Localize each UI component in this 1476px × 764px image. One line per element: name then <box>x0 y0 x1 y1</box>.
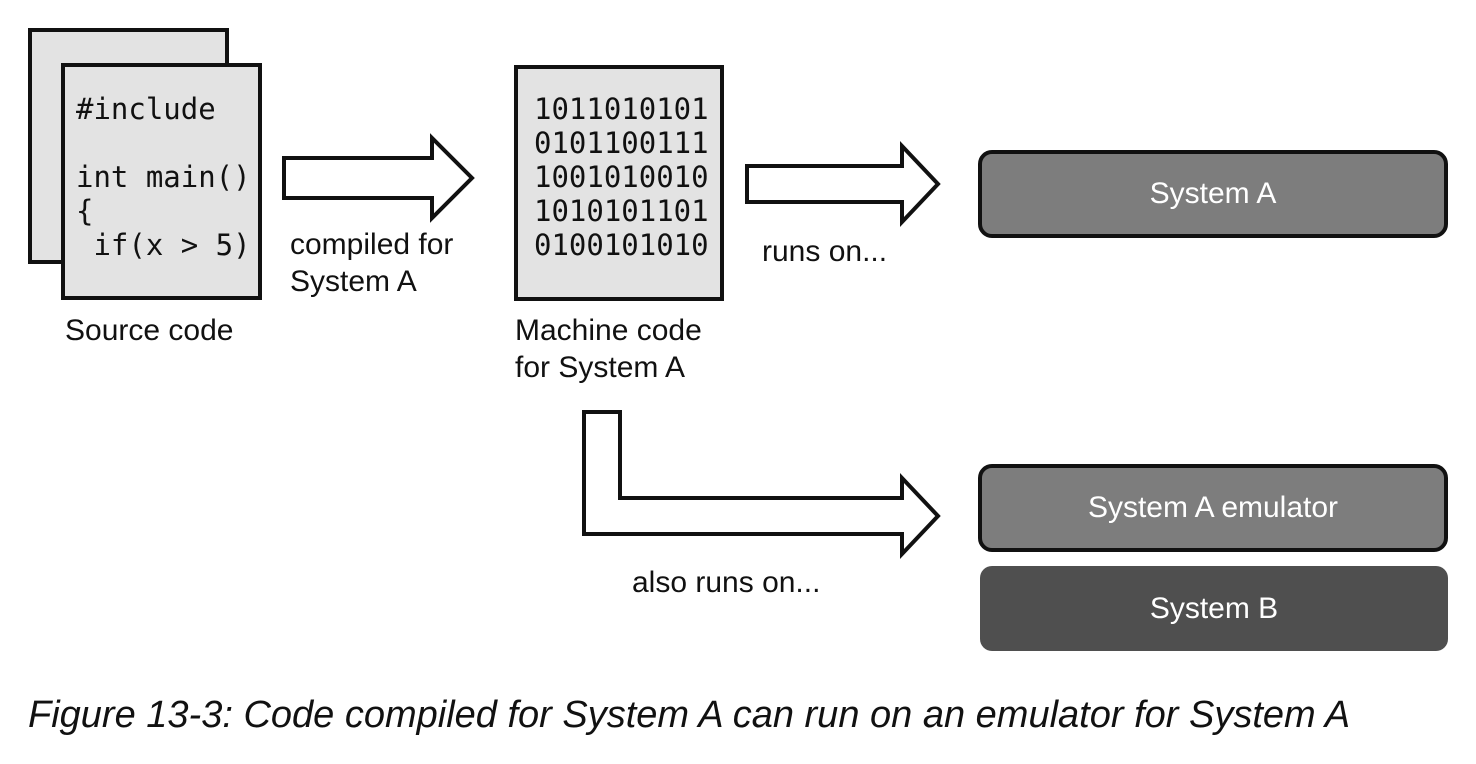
source-code-label: Source code <box>65 314 234 347</box>
also-runs-on-arrow <box>582 410 941 560</box>
system-b-box: System B <box>980 566 1448 651</box>
compile-arrow-label: compiled for System A <box>290 226 453 300</box>
machine-code-line: 1011010101 <box>534 92 709 126</box>
compile-arrow <box>282 133 475 223</box>
machine-code-text: 1011010101 0101100111 1001010010 1010101… <box>534 92 709 262</box>
system-a-emulator-box: System A emulator <box>978 464 1448 552</box>
system-a-label: System A <box>1149 177 1277 210</box>
system-a-box: System A <box>978 150 1448 238</box>
compile-label-line: System A <box>290 265 417 298</box>
machine-code-line: 0100101010 <box>534 228 709 262</box>
source-page-front <box>61 63 262 300</box>
source-code-line: int main() <box>76 160 251 194</box>
machine-code-line: 1010101101 <box>534 194 709 228</box>
also-runs-on-label: also runs on... <box>632 566 821 599</box>
machine-label-line: for System A <box>515 351 686 384</box>
machine-code-line: 0101100111 <box>534 126 709 160</box>
runs-on-label: runs on... <box>762 235 888 268</box>
system-a-emulator-label: System A emulator <box>1087 491 1339 524</box>
machine-code-line: 1001010010 <box>534 160 709 194</box>
machine-code-label: Machine code for System A <box>515 312 702 386</box>
source-code-text: #include int main() { if(x > 5) <box>76 92 251 262</box>
runs-on-arrow <box>745 140 941 228</box>
compile-label-line: compiled for <box>290 228 454 261</box>
source-code-line: if(x > 5) <box>76 228 251 262</box>
system-b-label: System B <box>1149 591 1279 625</box>
source-code-line: { <box>76 194 94 228</box>
figure-caption: Figure 13-3: Code compiled for System A … <box>28 694 1351 736</box>
source-code-line: #include <box>76 92 216 126</box>
machine-code-page <box>514 65 724 301</box>
machine-label-line: Machine code <box>515 314 702 347</box>
